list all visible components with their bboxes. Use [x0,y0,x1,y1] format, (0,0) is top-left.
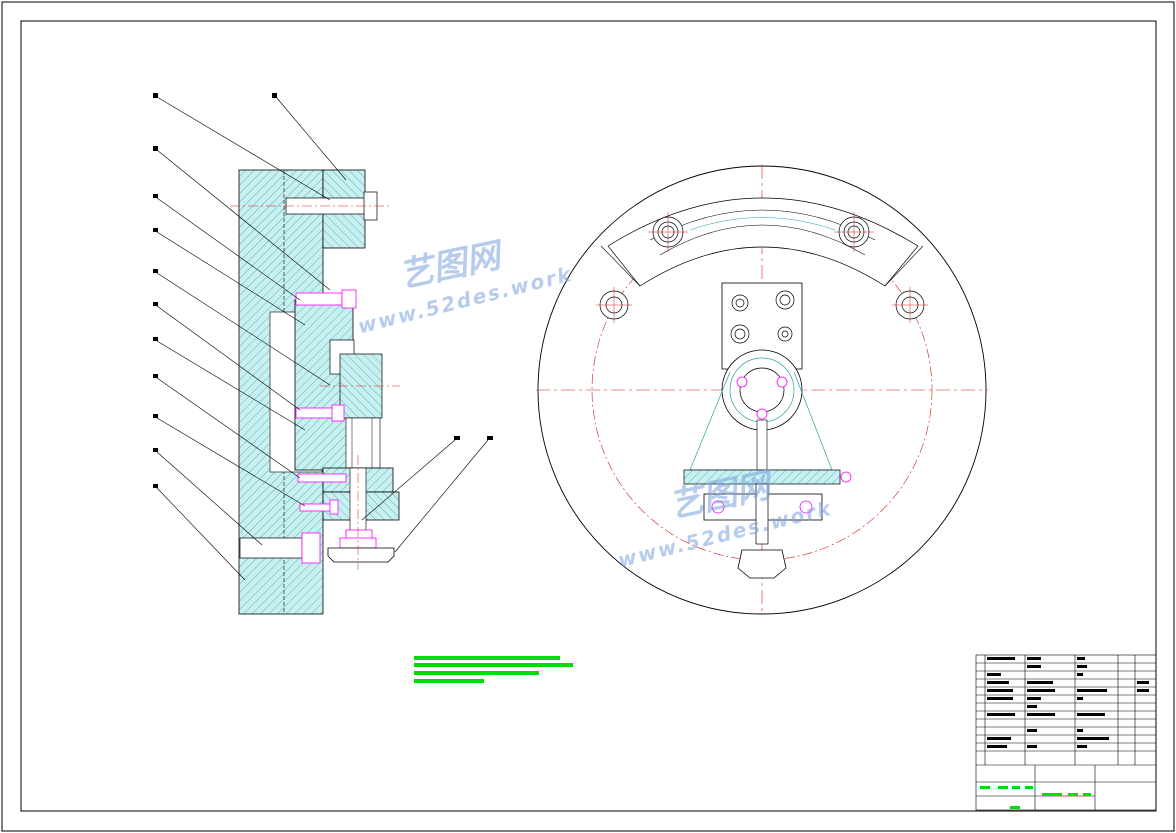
title-block-text-bars [987,657,1149,748]
section-view [230,169,400,615]
part-balloons [153,93,493,488]
part-leaders [156,96,489,581]
tech-requirements [414,656,573,683]
title-block [975,654,1157,811]
top-view [536,165,988,615]
bottom-bolt [239,537,303,559]
inner-frame [20,20,1157,812]
handle-top [737,549,787,579]
handle-knob [327,547,395,563]
title-block-green [980,786,1091,809]
screws [295,289,377,549]
